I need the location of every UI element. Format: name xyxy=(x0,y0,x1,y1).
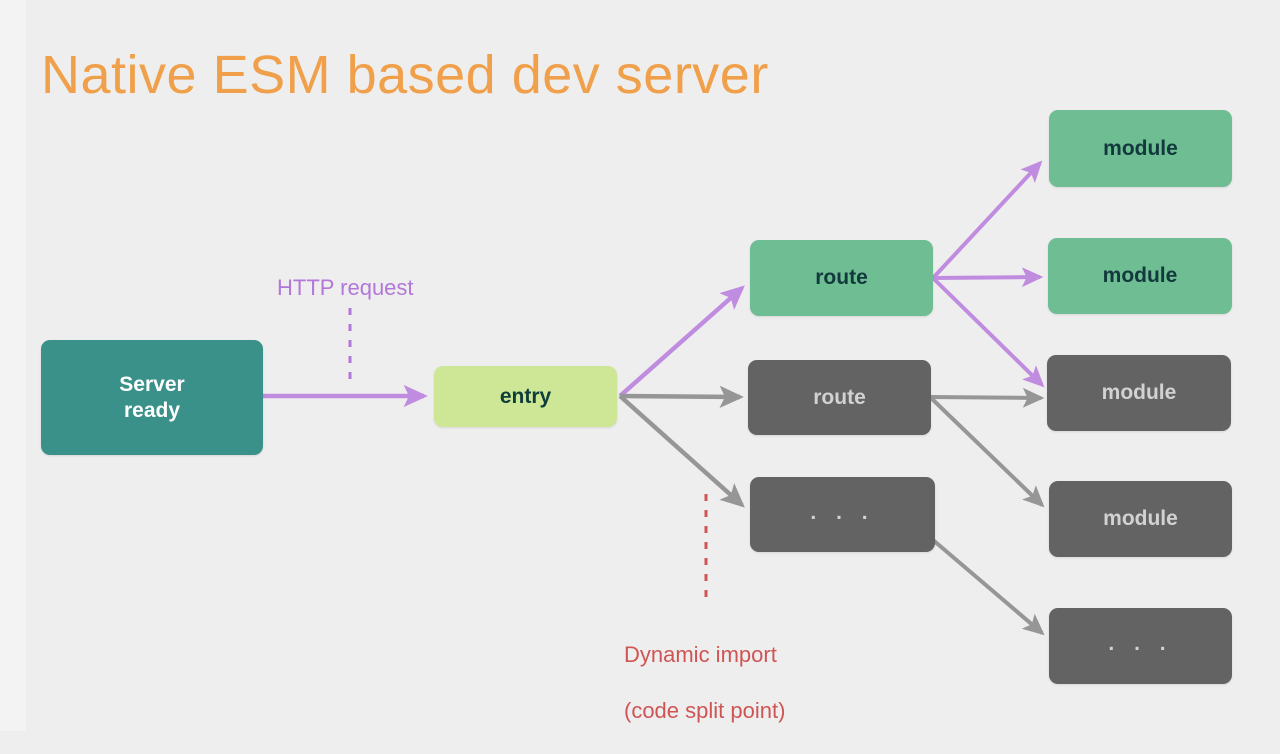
edge-route-inactive-to-module-3 xyxy=(929,387,1045,408)
node-route-active[interactable]: route xyxy=(750,240,933,316)
dynamic-import-line-1: Dynamic import xyxy=(624,642,777,668)
node-module-2-label: module xyxy=(1102,264,1178,288)
node-route-more-label: . . . xyxy=(810,500,875,524)
node-server-ready-label: Server ready xyxy=(119,372,184,423)
node-route-inactive-label: route xyxy=(813,385,866,409)
edge-entry-to-route-active xyxy=(618,285,745,398)
node-entry[interactable]: entry xyxy=(434,366,617,427)
node-module-more-label: . . . xyxy=(1108,632,1173,656)
node-route-active-label: route xyxy=(815,266,868,290)
left-edge-strip xyxy=(0,0,26,731)
edge-route-active-to-module-3 xyxy=(931,276,1045,388)
node-server-ready[interactable]: Server ready xyxy=(41,340,263,455)
node-module-4[interactable]: module xyxy=(1049,481,1232,557)
edge-route-more-to-module-more xyxy=(931,538,1045,636)
node-module-4-label: module xyxy=(1103,507,1178,531)
node-route-inactive[interactable]: route xyxy=(748,360,931,435)
http-request-annotation: HTTP request xyxy=(277,275,414,300)
node-entry-label: entry xyxy=(499,384,552,408)
edge-entry-to-route-inactive xyxy=(619,385,744,409)
node-module-3[interactable]: module xyxy=(1047,355,1231,431)
node-module-1[interactable]: module xyxy=(1049,110,1232,187)
connector-layer xyxy=(263,160,1045,636)
dynamic-import-line-2: (code split point) xyxy=(624,698,786,724)
node-module-2[interactable]: module xyxy=(1048,238,1232,314)
node-module-1-label: module xyxy=(1103,136,1178,160)
node-route-more[interactable]: . . . xyxy=(750,477,935,552)
node-module-more[interactable]: . . . xyxy=(1049,608,1232,684)
node-module-3-label: module xyxy=(1101,381,1177,405)
edge-route-active-to-module-1 xyxy=(931,160,1043,280)
dynamic-import-annotation: Dynamic import (code split point) xyxy=(624,613,785,754)
page-title: Native ESM based dev server xyxy=(41,45,769,105)
server-label-line-2: ready xyxy=(123,398,181,422)
edge-route-inactive-to-module-4 xyxy=(928,395,1045,508)
edge-entry-to-route-more xyxy=(618,394,745,508)
server-label-line-1: Server xyxy=(119,372,185,396)
edge-route-active-to-module-2 xyxy=(932,267,1044,288)
slide-canvas: Native ESM based dev server xyxy=(0,0,1232,731)
